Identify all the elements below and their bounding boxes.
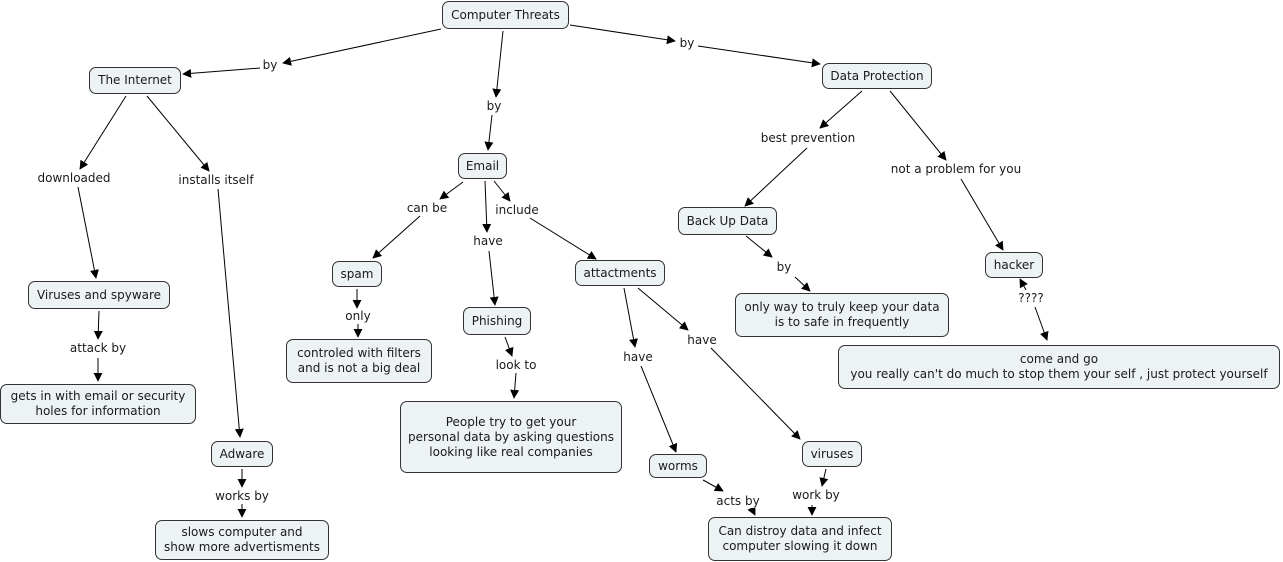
link-label-works-by[interactable]: works by: [213, 489, 271, 503]
edge: [623, 287, 638, 348]
link-label-only[interactable]: only: [343, 309, 373, 323]
link-label-downloaded[interactable]: downloaded: [35, 171, 113, 185]
link-label-question-marks[interactable]: ????: [1016, 291, 1046, 305]
node-computer-threats[interactable]: Computer Threats: [442, 1, 569, 29]
link-label-by[interactable]: by: [774, 260, 794, 274]
link-label-have[interactable]: have: [471, 234, 505, 248]
link-label-have[interactable]: have: [621, 350, 655, 364]
edge: [493, 180, 511, 202]
link-label-installs-itself[interactable]: installs itself: [176, 173, 256, 187]
edge: [819, 468, 829, 487]
edge: [794, 276, 811, 292]
link-label-have[interactable]: have: [685, 333, 719, 347]
edge: [819, 90, 863, 129]
edge: [93, 310, 103, 340]
node-data-protection[interactable]: Data Protection: [822, 63, 932, 89]
edge: [702, 479, 724, 492]
node-controled-with-filters[interactable]: controled with filters and is not a big …: [286, 339, 432, 383]
node-come-and-go[interactable]: come and go you really can't do much to …: [838, 345, 1280, 389]
link-label-can-be[interactable]: can be: [404, 201, 450, 215]
link-label-by[interactable]: by: [484, 99, 504, 113]
edge: [960, 178, 1004, 251]
link-label-acts-by[interactable]: acts by: [714, 494, 762, 508]
link-label-by[interactable]: by: [677, 36, 697, 50]
edge: [529, 217, 597, 260]
edge: [697, 45, 821, 68]
edge: [510, 372, 520, 399]
edge: [504, 336, 514, 357]
link-label-attack-by[interactable]: attack by: [67, 341, 129, 355]
edge: [182, 67, 261, 78]
edge: [146, 95, 210, 172]
node-adware[interactable]: Adware: [211, 441, 273, 467]
node-the-internet[interactable]: The Internet: [89, 67, 181, 94]
node-people-try[interactable]: People try to get your personal data by …: [400, 401, 622, 473]
node-back-up-data[interactable]: Back Up Data: [678, 207, 777, 235]
edge: [282, 28, 442, 66]
node-only-way-to-keep-data[interactable]: only way to truly keep your data is to s…: [735, 293, 949, 337]
link-label-not-a-problem-for-you[interactable]: not a problem for you: [888, 162, 1024, 176]
link-label-by[interactable]: by: [260, 58, 280, 72]
node-email[interactable]: Email: [458, 153, 507, 179]
node-worms[interactable]: worms: [649, 454, 707, 478]
edge: [79, 95, 127, 170]
edge: [744, 147, 808, 207]
edge: [77, 186, 99, 279]
node-hacker[interactable]: hacker: [985, 252, 1043, 278]
node-gets-in-with-email[interactable]: gets in with email or security holes for…: [0, 384, 196, 424]
edge: [372, 215, 421, 259]
edge: [1019, 278, 1028, 291]
edge: [710, 347, 801, 440]
link-label-best-prevention[interactable]: best prevention: [758, 131, 858, 145]
edge: [1034, 306, 1049, 341]
node-phishing[interactable]: Phishing: [463, 307, 531, 335]
edge: [482, 180, 492, 233]
edge: [569, 24, 676, 45]
node-slows-computer[interactable]: slows computer and show more advertismen…: [155, 520, 329, 560]
link-label-work-by[interactable]: work by: [790, 488, 842, 502]
edge: [747, 505, 756, 516]
node-spam[interactable]: spam: [332, 261, 382, 287]
edge: [439, 181, 464, 200]
edge: [492, 30, 504, 98]
edge: [484, 114, 494, 151]
edge: [488, 250, 499, 306]
edge: [745, 235, 773, 258]
edge: [640, 365, 678, 453]
node-can-distroy-data[interactable]: Can distroy data and infect computer slo…: [708, 517, 892, 561]
node-viruses[interactable]: viruses: [802, 441, 862, 467]
edge: [217, 188, 244, 438]
node-viruses-and-spyware[interactable]: Viruses and spyware: [28, 281, 170, 309]
link-label-look-to[interactable]: look to: [493, 358, 539, 372]
edge: [637, 287, 689, 331]
node-attactments[interactable]: attactments: [575, 260, 665, 286]
edge: [889, 90, 947, 161]
link-label-include[interactable]: include: [493, 203, 541, 217]
